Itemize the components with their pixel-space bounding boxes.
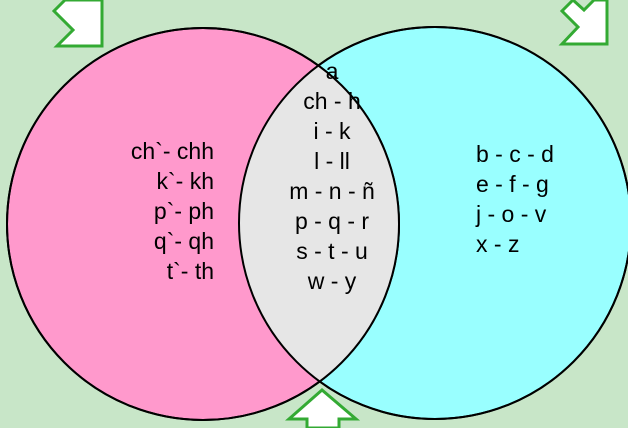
shared-item: l - ll bbox=[314, 148, 350, 174]
left-circle-outline bbox=[6, 27, 400, 421]
right-only-list: b - c - d e - f - g j - o - v x - z bbox=[476, 139, 616, 259]
shared-list: a ch - h i - k l - ll m - n - ñ p - q - r s - … bbox=[232, 56, 432, 296]
shared-item: s - t - u bbox=[296, 238, 368, 264]
right-only-item: x - z bbox=[476, 231, 520, 257]
right-circle-outline bbox=[238, 26, 628, 420]
shared-item: a bbox=[325, 58, 339, 84]
shared-item: w - y bbox=[307, 268, 357, 294]
arrow-up-icon bbox=[285, 388, 361, 428]
right-only-item: j - o - v bbox=[476, 201, 547, 227]
overlap-region bbox=[239, 28, 399, 419]
right-only-item: b - c - d bbox=[476, 141, 554, 167]
left-only-item: k`- kh bbox=[156, 168, 215, 194]
shared-item: m - n - ñ bbox=[289, 178, 375, 204]
shared-item: p - q - r bbox=[294, 208, 370, 234]
shared-item: i - k bbox=[313, 118, 351, 144]
left-only-list: ch`- chh k`- kh p`- ph q`- qh t`- th bbox=[62, 136, 214, 286]
left-only-item: t`- th bbox=[166, 258, 214, 284]
arrow-down-right-icon bbox=[51, 0, 104, 48]
shared-item: ch - h bbox=[303, 88, 361, 114]
left-only-item: ch`- chh bbox=[130, 138, 214, 164]
arrow-down-left-icon bbox=[558, 0, 609, 46]
left-only-item: q`- qh bbox=[153, 228, 214, 254]
right-only-item: e - f - g bbox=[476, 171, 549, 197]
left-only-item: p`- ph bbox=[153, 198, 214, 224]
